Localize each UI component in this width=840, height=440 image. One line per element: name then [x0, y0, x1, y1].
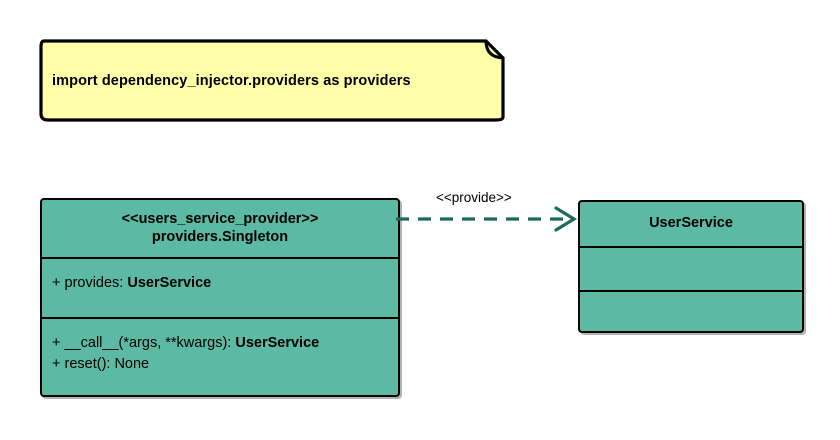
class-header-user-service: UserService: [580, 202, 802, 246]
import-note[interactable]: import dependency_injector.providers as …: [38, 38, 506, 123]
class-header-users-service-provider: <<users_service_provider>> providers.Sin…: [42, 200, 398, 257]
class-box-user-service[interactable]: UserService: [578, 200, 804, 333]
operation-label: __call__(*args, **kwargs):: [64, 335, 236, 351]
attribute-visibility: +: [52, 275, 61, 291]
operation-type: UserService: [235, 335, 320, 351]
class-name: UserService: [649, 215, 733, 232]
operation-row: + __call__(*args, **kwargs): UserService: [52, 333, 398, 354]
operation-visibility: +: [52, 356, 61, 373]
note-shape: [39, 39, 505, 122]
class-box-users-service-provider[interactable]: <<users_service_provider>> providers.Sin…: [40, 198, 400, 397]
class-stereotype: <<users_service_provider>>: [121, 210, 319, 227]
class-operations-compartment: + __call__(*args, **kwargs): UserService…: [42, 317, 398, 395]
attribute-type: UserService: [127, 275, 212, 291]
operation-row: + reset(): None: [52, 354, 398, 375]
operation-visibility: +: [52, 335, 61, 351]
dependency-label-provide: <<provide>>: [436, 190, 512, 205]
class-attributes-compartment: [580, 246, 802, 290]
note-text: import dependency_injector.providers as …: [52, 72, 411, 89]
arrowhead-open-icon: [554, 206, 578, 232]
attribute-row: + provides: UserService: [52, 273, 398, 294]
operation-label: reset(): None: [64, 356, 150, 373]
class-operations-compartment: [580, 290, 802, 331]
attribute-label: provides:: [64, 275, 128, 291]
class-attributes-compartment: + provides: UserService: [42, 257, 398, 317]
class-name: providers.Singleton: [151, 228, 289, 245]
